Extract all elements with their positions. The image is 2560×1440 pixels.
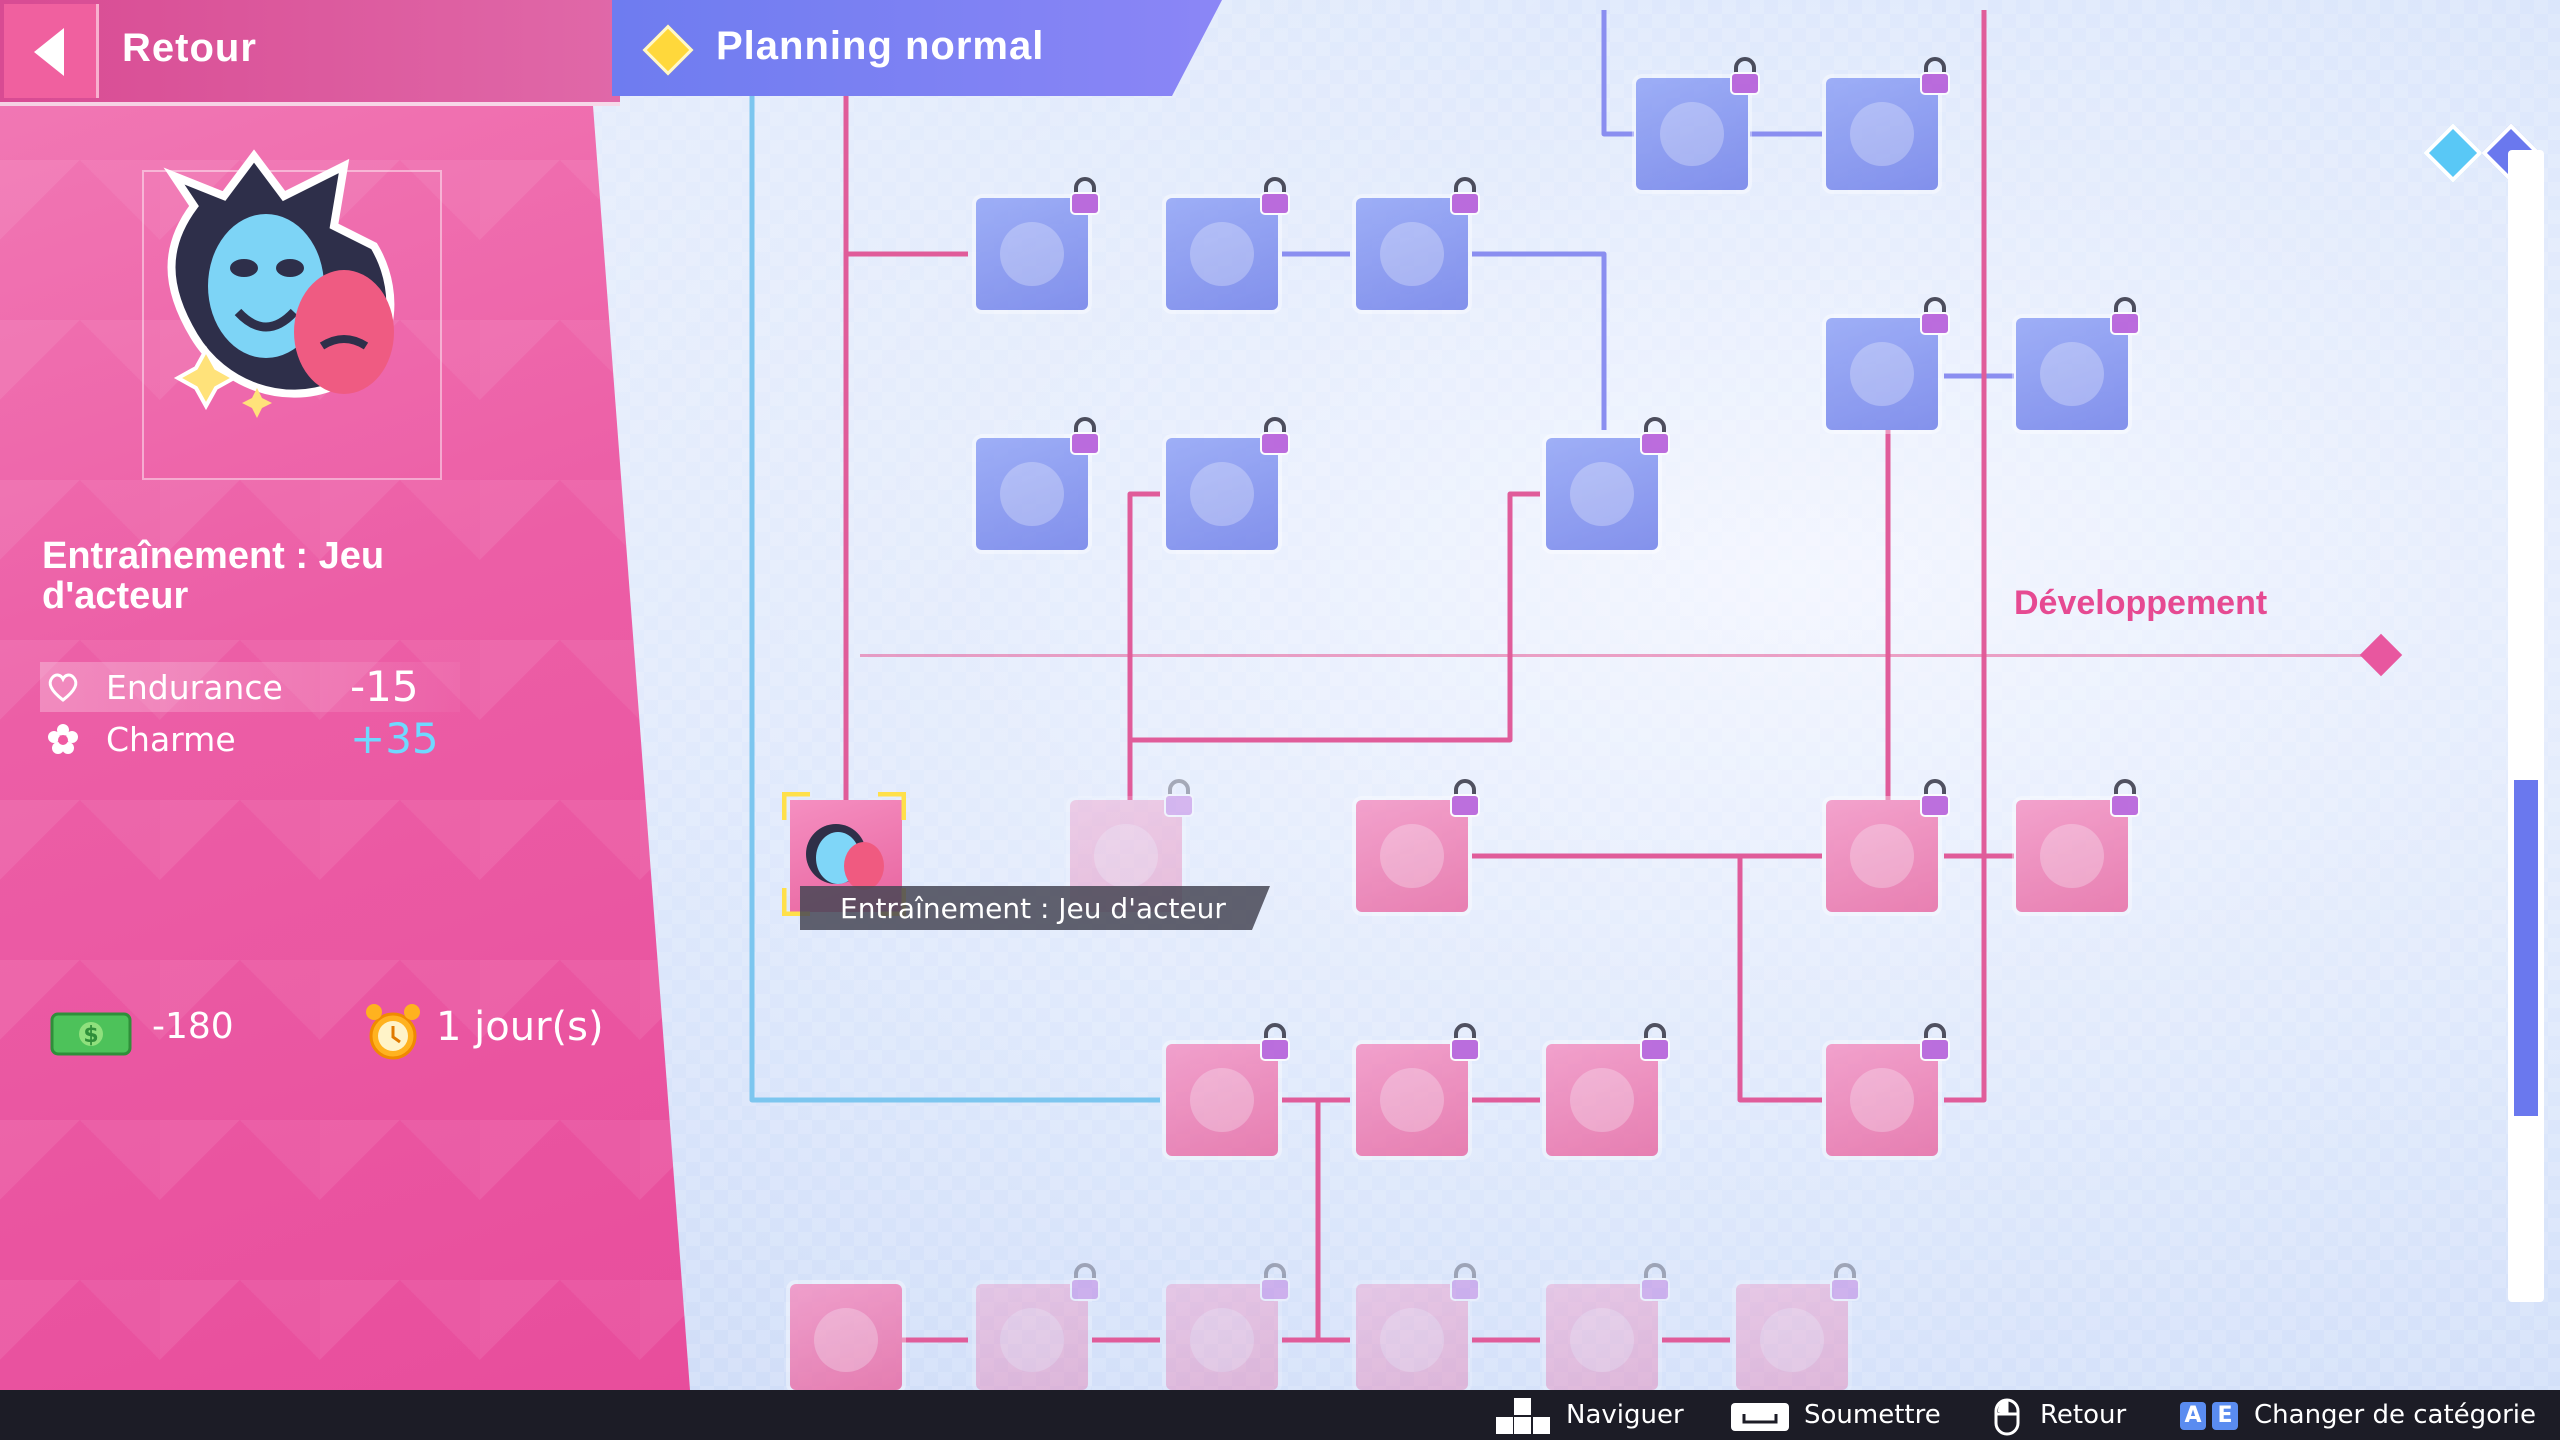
skill-node[interactable] bbox=[1546, 1263, 1670, 1390]
lock-icon bbox=[1640, 1023, 1670, 1061]
dpad-icon bbox=[1496, 1398, 1550, 1434]
theater-masks-icon bbox=[806, 824, 884, 890]
skill-node[interactable] bbox=[1166, 1023, 1290, 1156]
activity-icon-frame bbox=[142, 149, 442, 480]
lock-icon bbox=[1920, 779, 1950, 817]
skill-node[interactable] bbox=[1356, 779, 1480, 912]
lock-icon bbox=[1070, 1263, 1100, 1301]
lock-icon bbox=[1070, 417, 1100, 455]
back-bar[interactable]: Retour bbox=[0, 0, 620, 106]
cost-value: -180 bbox=[152, 1006, 234, 1047]
skill-node[interactable] bbox=[1826, 779, 1950, 912]
skill-node[interactable] bbox=[1736, 1263, 1860, 1390]
planning-title: Planning normal bbox=[716, 24, 1045, 68]
lock-icon bbox=[2110, 779, 2140, 817]
key-a: A bbox=[2180, 1402, 2206, 1430]
lock-icon bbox=[1260, 1263, 1290, 1301]
controls-hint-bar: Naviguer Soumettre Retour A E Changer de… bbox=[0, 1390, 2560, 1440]
hint-label: Retour bbox=[2040, 1400, 2127, 1430]
key-e: E bbox=[2212, 1402, 2238, 1430]
lock-icon bbox=[1070, 177, 1100, 215]
money-icon: $ bbox=[50, 1012, 132, 1056]
skill-node[interactable] bbox=[1826, 57, 1950, 190]
stat-name: Charme bbox=[106, 720, 236, 759]
planning-tab[interactable]: Planning normal bbox=[612, 0, 1222, 96]
back-button[interactable] bbox=[4, 4, 99, 98]
alarm-clock-icon bbox=[366, 1004, 420, 1060]
lock-icon bbox=[1450, 1263, 1480, 1301]
spacebar-icon bbox=[1731, 1403, 1789, 1431]
back-arrow-icon bbox=[34, 28, 64, 76]
theater-masks-icon bbox=[163, 149, 395, 418]
hint-submit[interactable]: Soumettre bbox=[1730, 1394, 1950, 1436]
skill-node[interactable] bbox=[1356, 1263, 1480, 1390]
lock-icon bbox=[1830, 1263, 1860, 1301]
lock-icon bbox=[1164, 779, 1194, 817]
skill-node[interactable] bbox=[1166, 177, 1290, 310]
skill-node[interactable] bbox=[2016, 779, 2140, 912]
stat-row-charme: Charme +35 bbox=[40, 714, 460, 764]
lock-icon bbox=[1730, 57, 1760, 95]
skill-node[interactable] bbox=[976, 1263, 1100, 1390]
skill-node[interactable] bbox=[976, 417, 1100, 550]
lock-icon bbox=[2110, 297, 2140, 335]
diamond-icon bbox=[642, 24, 694, 76]
skill-node[interactable] bbox=[1546, 417, 1670, 550]
lock-icon bbox=[1920, 1023, 1950, 1061]
activity-title: Entraînement : Jeu d'acteur bbox=[42, 535, 385, 617]
lock-icon bbox=[1450, 779, 1480, 817]
lock-icon bbox=[1640, 1263, 1670, 1301]
skill-node[interactable] bbox=[1636, 57, 1760, 190]
tree-connections bbox=[749, 10, 2014, 1343]
skill-node[interactable] bbox=[2016, 297, 2140, 430]
mouse-icon bbox=[1994, 1398, 2020, 1436]
heart-icon bbox=[48, 673, 78, 702]
scrollbar-track[interactable] bbox=[2508, 150, 2544, 1302]
flower-icon bbox=[48, 724, 78, 754]
hint-label: Changer de catégorie bbox=[2254, 1400, 2537, 1430]
lock-icon bbox=[1920, 57, 1950, 95]
lock-icon bbox=[1450, 1023, 1480, 1061]
lock-icon bbox=[1260, 177, 1290, 215]
lock-icon bbox=[1260, 417, 1290, 455]
lock-icon bbox=[1450, 177, 1480, 215]
scrollbar-thumb[interactable] bbox=[2514, 780, 2538, 1116]
hint-label: Naviguer bbox=[1566, 1400, 1684, 1430]
skill-node[interactable] bbox=[1826, 1023, 1950, 1156]
section-label: Développement bbox=[2014, 584, 2268, 622]
skill-node[interactable] bbox=[1826, 297, 1950, 430]
back-label: Retour bbox=[122, 26, 257, 70]
hint-change-category[interactable]: A E Changer de catégorie bbox=[2180, 1394, 2540, 1436]
skill-tree: Entraînement : Jeu d'acteur Développemen… bbox=[749, 10, 2544, 1390]
skill-node[interactable] bbox=[1356, 177, 1480, 310]
stat-value: -15 bbox=[350, 662, 419, 711]
skill-node[interactable] bbox=[1166, 1263, 1290, 1390]
lock-icon bbox=[1920, 297, 1950, 335]
duration-value: 1 jour(s) bbox=[436, 1004, 604, 1050]
skill-node[interactable] bbox=[1166, 417, 1290, 550]
skill-node[interactable] bbox=[976, 177, 1100, 310]
skill-node[interactable] bbox=[790, 1284, 902, 1390]
hint-back[interactable]: Retour bbox=[1994, 1394, 2144, 1436]
svg-text:$: $ bbox=[83, 1023, 98, 1048]
section-divider bbox=[860, 654, 2380, 657]
selection-frame bbox=[782, 792, 906, 916]
skill-node[interactable] bbox=[1546, 1023, 1670, 1156]
lock-icon bbox=[1640, 417, 1670, 455]
hint-navigate[interactable]: Naviguer bbox=[1494, 1394, 1684, 1436]
stat-name: Endurance bbox=[106, 668, 283, 707]
hint-label: Soumettre bbox=[1804, 1400, 1941, 1430]
stat-value: +35 bbox=[350, 714, 439, 763]
stat-row-endurance: Endurance -15 bbox=[40, 662, 460, 712]
skill-node[interactable] bbox=[1356, 1023, 1480, 1156]
selected-node-tooltip: Entraînement : Jeu d'acteur bbox=[800, 886, 1270, 930]
tooltip-label: Entraînement : Jeu d'acteur bbox=[840, 892, 1226, 925]
lock-icon bbox=[1260, 1023, 1290, 1061]
